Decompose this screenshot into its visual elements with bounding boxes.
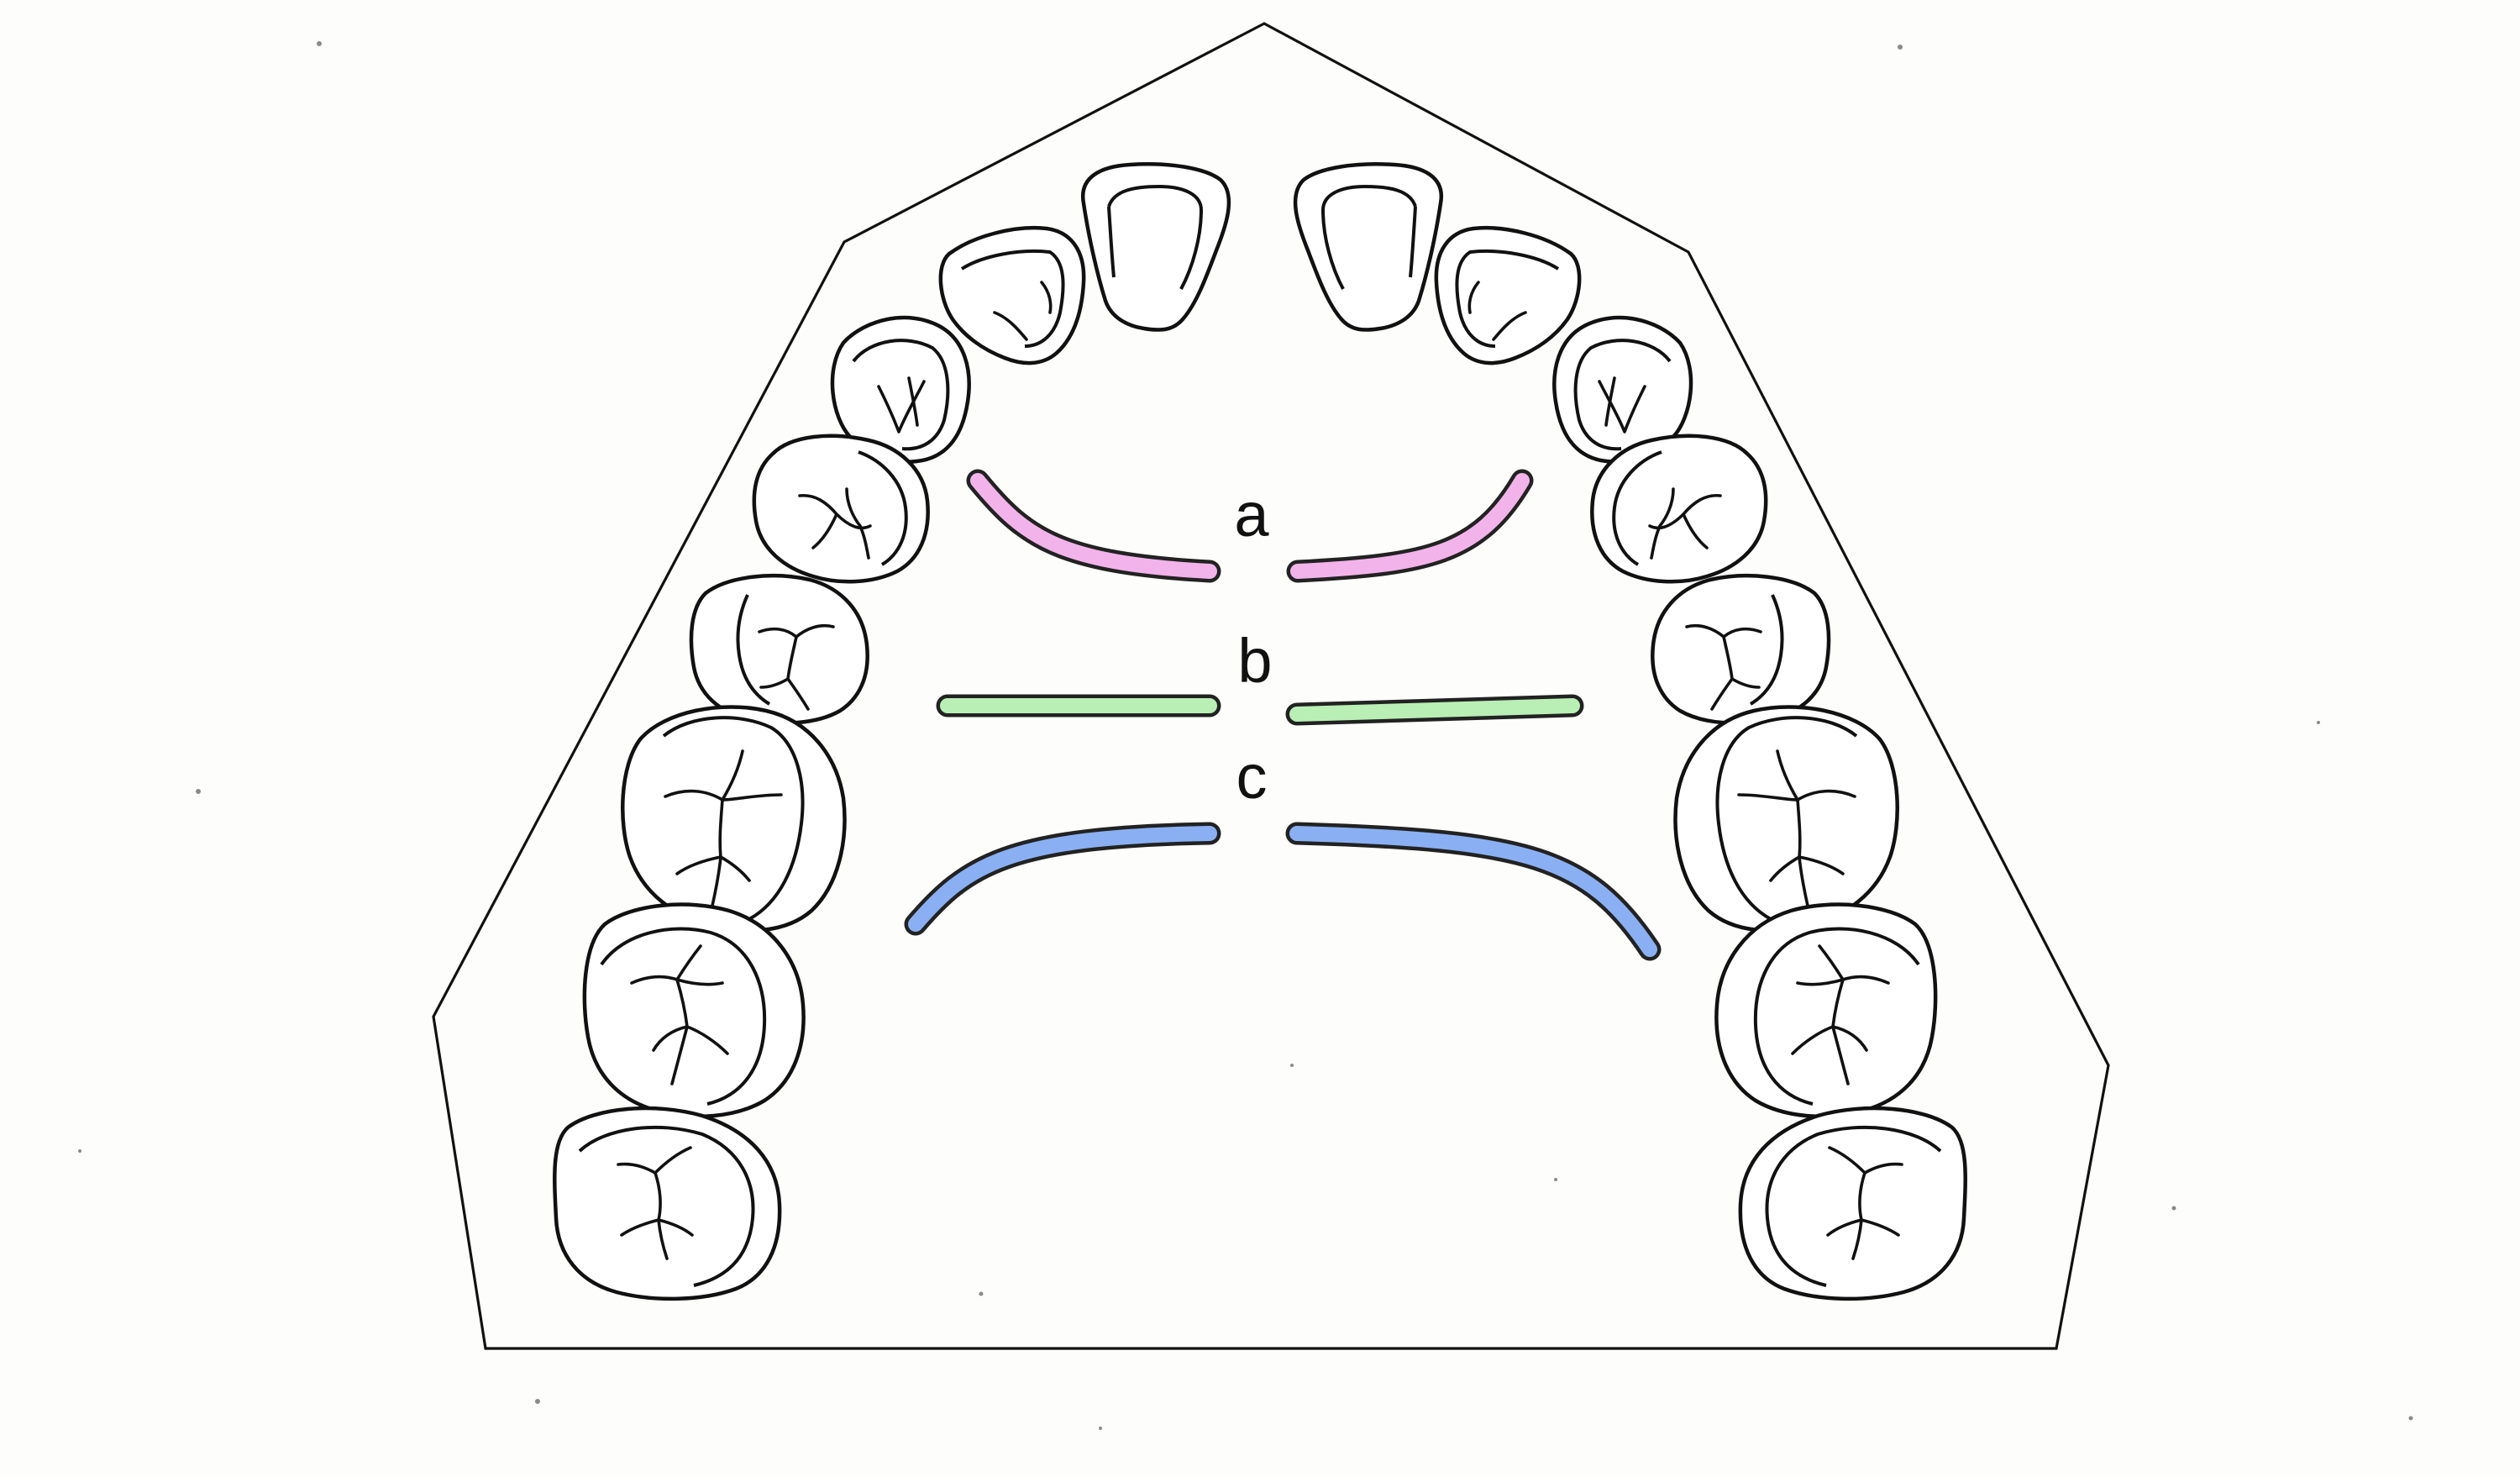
wire-b-right xyxy=(1289,698,1580,722)
upper-left-first-molar xyxy=(1673,705,1899,933)
wire-c-left xyxy=(908,826,1217,932)
wire-b xyxy=(936,694,1584,726)
upper-left-third-molar xyxy=(1738,1106,1967,1301)
upper-right-second-premolar xyxy=(689,574,869,725)
label-b: b xyxy=(1237,626,1272,696)
upper-right-lateral-incisor xyxy=(938,226,1086,365)
wire-a-left xyxy=(970,473,1217,579)
upper-left-second-premolar xyxy=(1651,574,1831,725)
upper-right-third-molar xyxy=(553,1106,782,1301)
upper-right-canine xyxy=(830,315,971,464)
upper-left-second-molar xyxy=(1714,902,1938,1118)
upper-right-first-premolar xyxy=(752,434,930,584)
upper-right-second-molar xyxy=(582,902,806,1118)
upper-right-first-molar xyxy=(621,705,847,933)
upper-left-central-incisor xyxy=(1293,162,1444,332)
label-c: c xyxy=(1236,742,1268,812)
wire-c xyxy=(904,822,1662,961)
label-a: a xyxy=(1234,480,1269,549)
cast-base-outline xyxy=(432,22,2110,1350)
upper-left-canine xyxy=(1552,315,1693,464)
upper-right-central-incisor xyxy=(1080,162,1231,332)
upper-left-lateral-incisor xyxy=(1434,226,1582,365)
wire-a-right xyxy=(1290,473,1530,579)
wire-a xyxy=(966,469,1534,583)
paper-specks xyxy=(78,41,2413,1430)
wire-c-right xyxy=(1289,826,1657,957)
upper-left-first-premolar xyxy=(1590,434,1768,584)
